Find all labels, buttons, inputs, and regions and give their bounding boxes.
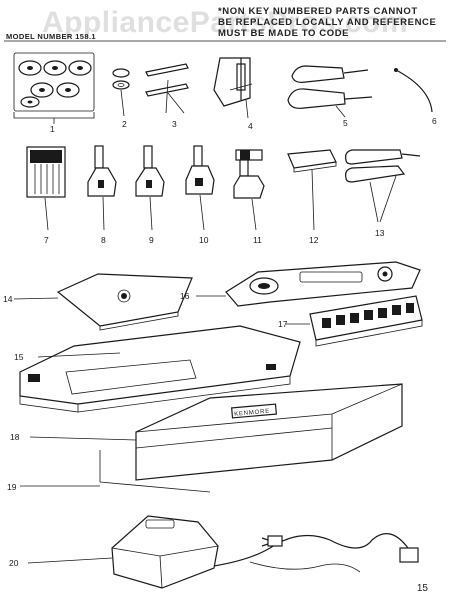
part-seam-ripper — [345, 149, 421, 223]
part-spool-washers — [112, 68, 130, 117]
callout-14: 14 — [3, 294, 13, 304]
part-foot-control — [27, 515, 419, 589]
callout-9: 9 — [149, 235, 154, 245]
callout-16: 16 — [180, 291, 190, 301]
case-label: KENMORE — [234, 409, 270, 418]
page-number: 15 — [416, 583, 428, 594]
callout-19: 19 — [7, 482, 17, 492]
part-lint-brush — [394, 68, 433, 113]
header-note-line3: MUST BE MADE TO CODE — [218, 28, 350, 39]
callout-18: 18 — [10, 432, 20, 442]
callout-8: 8 — [101, 235, 106, 245]
callout-10: 10 — [199, 235, 209, 245]
callout-12: 12 — [309, 235, 319, 245]
callout-7: 7 — [44, 235, 49, 245]
part-buttonhole-attachment — [196, 261, 421, 307]
part-buttonhole-cams — [286, 295, 423, 347]
watermark: AppliancePartsPros.com — [41, 6, 409, 39]
callout-15: 15 — [14, 352, 24, 362]
callout-4: 4 — [248, 121, 253, 131]
part-seam-guide — [213, 57, 253, 119]
part-hemmer-foot — [185, 145, 215, 231]
part-needle-pack — [26, 146, 66, 231]
callout-17: 17 — [278, 319, 288, 329]
part-zipper-foot — [87, 145, 117, 231]
part-screwdrivers — [287, 65, 373, 118]
part-bobbins — [13, 52, 95, 124]
callout-6: 6 — [432, 116, 437, 126]
part-needle-plate — [13, 273, 193, 331]
part-binder-foot — [233, 149, 265, 231]
part-extension-table — [19, 325, 301, 413]
part-spool-pins — [145, 63, 189, 114]
header-note-line2: BE REPLACED LOCALLY AND REFERENCE — [218, 17, 437, 28]
model-label: MODEL NUMBER 158.1 — [6, 32, 96, 41]
part-19-bracket — [20, 450, 211, 493]
part-buttonhole-foot — [135, 145, 165, 231]
callout-11: 11 — [253, 235, 262, 245]
callout-1: 1 — [50, 124, 55, 134]
callout-5: 5 — [343, 118, 348, 128]
part-feed-cover — [287, 149, 337, 231]
part-accessory-case — [29, 383, 403, 481]
callout-2: 2 — [122, 119, 127, 129]
callout-3: 3 — [172, 119, 177, 129]
callout-13: 13 — [375, 228, 385, 238]
callout-20: 20 — [9, 558, 19, 568]
header-note-line1: *NON KEY NUMBERED PARTS CANNOT — [218, 6, 418, 17]
